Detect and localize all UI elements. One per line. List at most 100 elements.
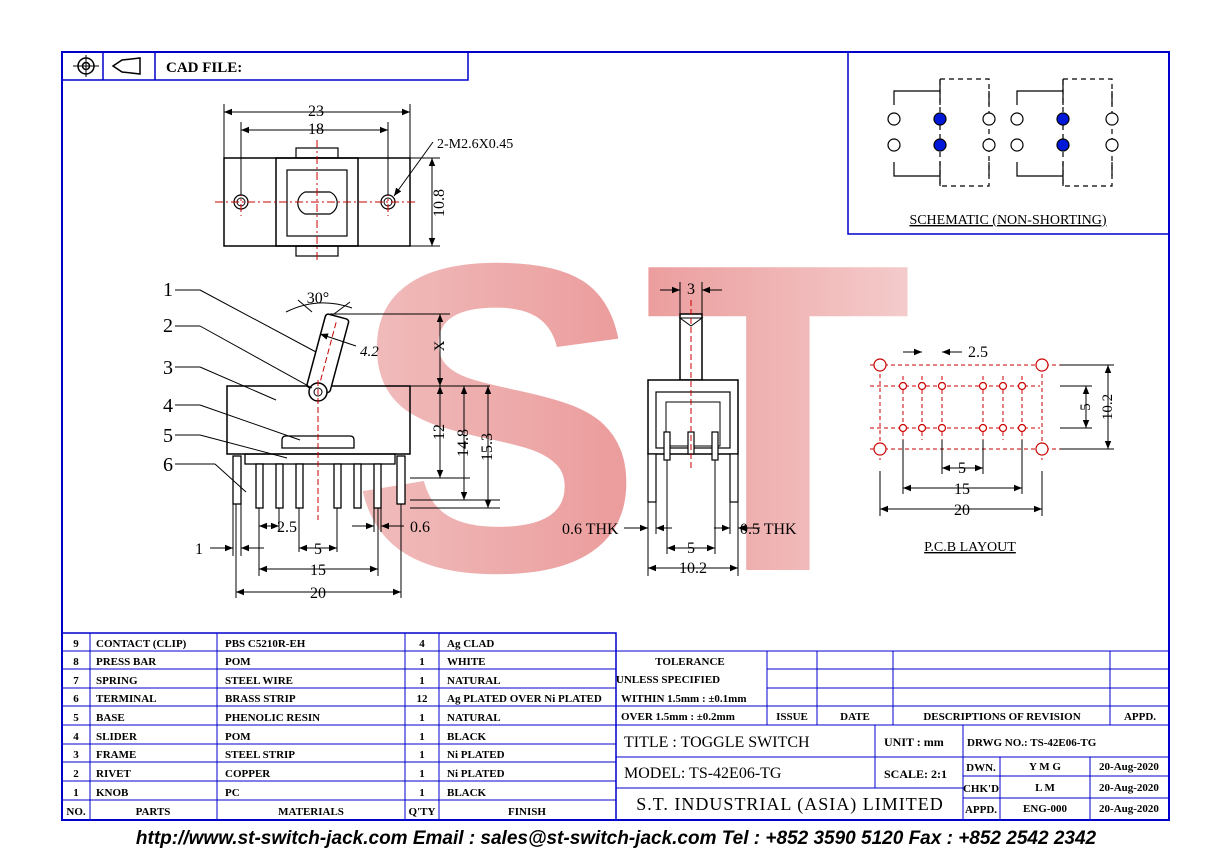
dim-10-2-end: 10.2 [679,560,707,577]
company-name: S.T. INDUSTRIAL (ASIA) LIMITED [636,794,943,815]
pcb-dim-5-vertical: 5 [1078,403,1094,411]
bom-finish: Ag PLATED OVER Ni PLATED [447,693,602,705]
bom-finish: NATURAL [447,712,501,724]
dim-3: 3 [687,281,695,298]
bom-part: BASE [96,712,125,724]
pcb-dim-15: 15 [954,481,970,498]
bom-no: 9 [73,638,79,650]
dim-5-end: 5 [687,540,695,557]
schematic: SCHEMATIC (NON-SHORTING) [847,52,1169,235]
callout-4: 4 [163,395,173,417]
pcb-dim-10-2: 10.2 [1100,394,1116,420]
bom-no: 2 [73,768,79,780]
drawing-title: TITLE : TOGGLE SWITCH [624,734,810,751]
chkd-date: 20-Aug-2020 [1099,782,1159,794]
bom-header-qty: Q'TY [409,806,436,818]
bom-qty: 1 [419,712,425,724]
dwn-name: Y M G [1029,761,1061,773]
end-view: 3 0.6 THK 0.5 THK 5 10.2 [562,281,797,577]
bom-qty: 1 [419,749,425,761]
bom-part: RIVET [96,768,132,780]
bom-part: FRAME [96,749,136,761]
dim-23: 23 [308,103,324,120]
dim-0-6-thk: 0.6 THK [562,521,619,538]
bom-header-no: NO. [66,806,86,818]
dim-0-5-thk: 0.5 THK [740,521,797,538]
dim-x: X [432,340,448,351]
contact-footer: http://www.st-switch-jack.com Email : sa… [135,828,1097,849]
chkd-name: L M [1035,782,1055,794]
bom-qty: 1 [419,731,425,743]
bom-finish: NATURAL [447,675,501,687]
dim-12: 12 [431,424,448,440]
dwn-date: 20-Aug-2020 [1099,761,1159,773]
dim-18: 18 [308,121,324,138]
bom-part: CONTACT (CLIP) [96,638,187,650]
dim-15-3: 15.3 [479,433,496,461]
bom-finish: Ni PLATED [447,768,505,780]
bom-qty: 1 [419,787,425,799]
tolerance-line4: OVER 1.5mm : ±0.2mm [621,711,735,723]
bom-material: POM [225,656,251,668]
bom-finish: BLACK [447,731,487,743]
bom-finish: WHITE [447,656,486,668]
dim-1: 1 [195,541,203,558]
cad-header: CAD FILE: [61,51,469,81]
bom-part: SPRING [96,675,138,687]
dim-14-8: 14.8 [455,429,472,457]
appd-date: 20-Aug-2020 [1099,803,1159,815]
bom-qty: 1 [419,768,425,780]
revision-block: TOLERANCE UNLESS SPECIFIED WITHIN 1.5mm … [616,650,1169,726]
projection-circle-icon [73,55,99,77]
bom-material: COPPER [225,768,271,780]
bom-part: PRESS BAR [96,656,157,668]
bom-no: 5 [73,712,79,724]
revision-appd: APPD. [1124,711,1156,723]
unit-label: UNIT : mm [884,735,944,749]
callout-6: 6 [163,454,173,476]
schematic-title: SCHEMATIC (NON-SHORTING) [909,213,1106,228]
drawing-number: DRWG NO.: TS-42E06-TG [967,737,1097,749]
revision-descriptions: DESCRIPTIONS OF REVISION [923,711,1080,723]
tolerance-line3: WITHIN 1.5mm : ±0.1mm [621,693,747,705]
callout-5: 5 [163,425,173,447]
bom-header-materials: MATERIALS [278,806,344,818]
dwn-label: DWN. [966,762,996,774]
bom-no: 4 [73,731,79,743]
dim-20: 20 [310,585,326,602]
pcb-layout: 2.5 5 10.2 5 15 20 P.C.B LAYOUT [870,344,1116,555]
bom-material: PHENOLIC RESIN [225,712,320,724]
revision-issue: ISSUE [776,711,808,723]
bom-no: 6 [73,693,79,705]
bom-material: PC [225,787,240,799]
bom-finish: Ag CLAD [447,638,494,650]
bom-qty: 12 [417,693,429,705]
callout-2: 2 [163,315,173,337]
bom-part: KNOB [96,787,129,799]
dim-10-8: 10.8 [431,189,448,217]
revision-date: DATE [840,711,870,723]
bom-material: STEEL STRIP [225,749,295,761]
bom-header-parts: PARTS [136,806,171,818]
bom-no: 7 [73,675,79,687]
callout-3: 3 [163,357,173,379]
dim-15: 15 [310,562,326,579]
bom-material: BRASS STRIP [225,693,296,705]
bom-qty: 1 [419,675,425,687]
appd-name: ENG-000 [1023,803,1068,815]
pcb-dim-20: 20 [954,502,970,519]
cad-file-label: CAD FILE: [166,60,242,76]
bom-part: SLIDER [96,731,138,743]
model-label: MODEL: TS-42E06-TG [624,765,782,782]
dim-5: 5 [314,541,322,558]
tolerance-line1: TOLERANCE [655,656,724,668]
bom-finish: BLACK [447,787,487,799]
title-block: TITLE : TOGGLE SWITCH UNIT : mm DRWG NO.… [616,725,1169,820]
chkd-label: CHK'D [963,783,999,795]
dim-2-5: 2.5 [277,519,297,536]
bom-no: 3 [73,749,79,761]
bom-qty: 1 [419,656,425,668]
bom-no: 1 [73,787,79,799]
bom-table: 9 CONTACT (CLIP) PBS C5210R-EH 4 Ag CLAD… [61,632,617,821]
projection-cone-icon [111,57,141,75]
